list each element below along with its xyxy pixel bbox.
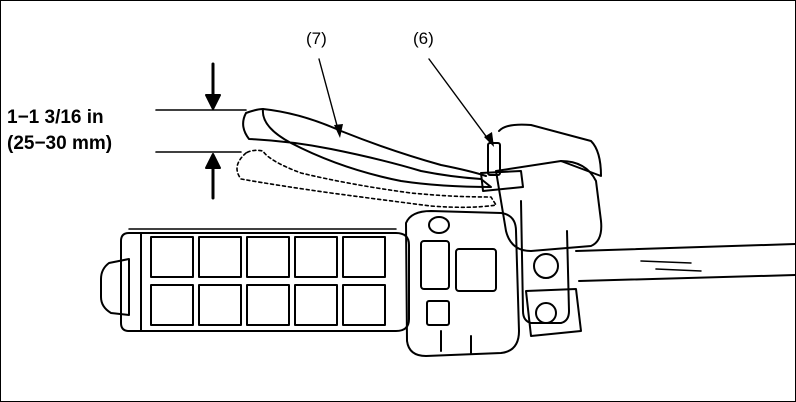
handlebar-tube [575, 243, 795, 282]
callout-label-lever: (7) [306, 29, 327, 48]
rubber-grip [100, 228, 410, 332]
freeplay-metric-label: (25−30 mm) [7, 133, 113, 154]
dimension-indicator [155, 62, 247, 200]
lever-dashed [236, 149, 497, 209]
callout-leader-6 [428, 58, 492, 144]
callout-leader-7 [318, 58, 340, 134]
switch-housing [405, 210, 520, 357]
lever-solid [242, 108, 492, 188]
lever-perch [495, 123, 603, 337]
handlebar-tube-end [640, 260, 702, 272]
adjuster-bolt [480, 142, 524, 192]
callout-label-adjuster: (6) [413, 29, 434, 48]
freeplay-imperial-label: 1−1 3/16 in [7, 107, 104, 128]
